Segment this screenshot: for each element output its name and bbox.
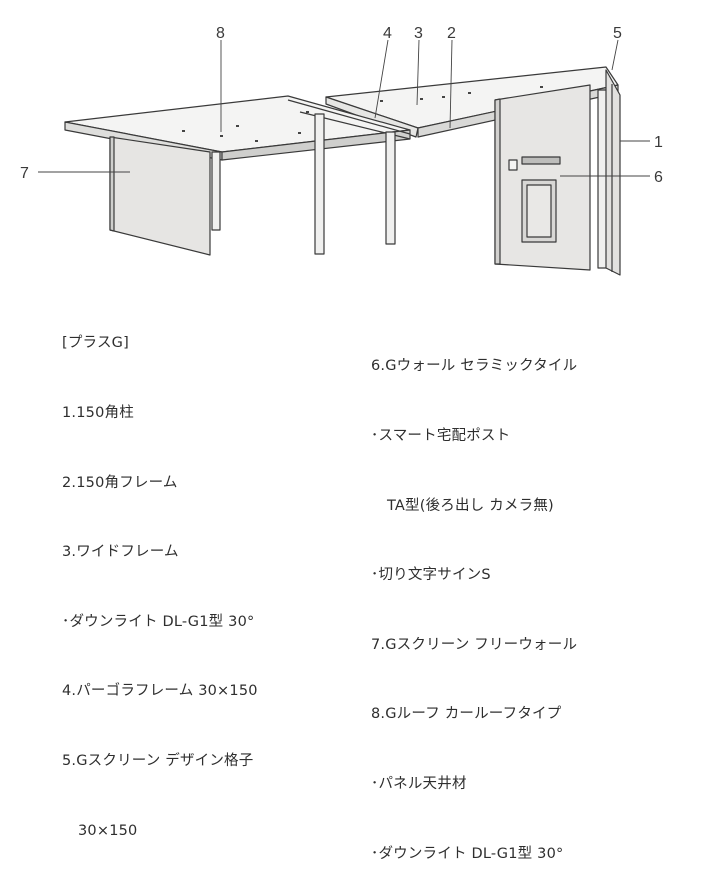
- legend-left-line: 1.150角柱: [62, 405, 134, 421]
- callout-4: 4: [383, 25, 392, 42]
- callout-8: 8: [216, 25, 225, 42]
- legend-left-line: ･ダウンライト DL-G1型 30°: [62, 613, 255, 630]
- legend-right-line: ･ダウンライト DL-G1型 30°: [371, 845, 564, 862]
- carport-diagram: 8 4 3 2 5 1 6 7: [20, 25, 663, 276]
- columns: [211, 89, 609, 269]
- callout-5: 5: [613, 25, 622, 42]
- legend-right-line: 6.Gウォール セラミックタイル: [371, 358, 578, 375]
- g-wall-panel: [494, 84, 591, 271]
- lattice-screen: [605, 69, 621, 276]
- callout-3: 3: [414, 25, 423, 42]
- legend-right-line: ･パネル天井材: [371, 775, 467, 792]
- legend-left: [プラスG] 1.150角柱 2.150角フレーム 3.ワイドフレーム ･ダウン…: [62, 286, 258, 866]
- downlights: [182, 86, 543, 142]
- legend-left-line: 2.150角フレーム: [62, 474, 178, 491]
- legend-left-line: [プラスG]: [62, 335, 129, 352]
- legend-left-line: 3.ワイドフレーム: [62, 544, 179, 561]
- legend-right-line: 8.Gルーフ カールーフタイプ: [371, 706, 562, 723]
- leader-lines: [38, 39, 650, 177]
- callout-2: 2: [447, 25, 456, 42]
- legend-left-line: 4.パーゴラフレーム 30×150: [62, 683, 258, 700]
- free-wall-screen: [109, 136, 211, 256]
- legend-right-line: TA型(後ろ出し カメラ無): [387, 497, 554, 514]
- legend-right-line: ･切り文字サインS: [371, 567, 491, 584]
- mailbox-slot: [521, 156, 561, 165]
- legend-right: 6.Gウォール セラミックタイル ･スマート宅配ポスト TA型(後ろ出し カメラ…: [371, 309, 577, 889]
- legend-left-line: 30×150: [78, 822, 138, 839]
- legend-right-line: 7.Gスクリーン フリーウォール: [371, 636, 578, 653]
- sign-plate: [508, 159, 518, 171]
- callout-7: 7: [20, 165, 29, 182]
- callout-6: 6: [654, 169, 663, 186]
- legend-left-line: 5.Gスクリーン デザイン格子: [62, 752, 254, 769]
- legend-right-line: ･スマート宅配ポスト: [371, 428, 511, 444]
- callout-1: 1: [654, 134, 663, 151]
